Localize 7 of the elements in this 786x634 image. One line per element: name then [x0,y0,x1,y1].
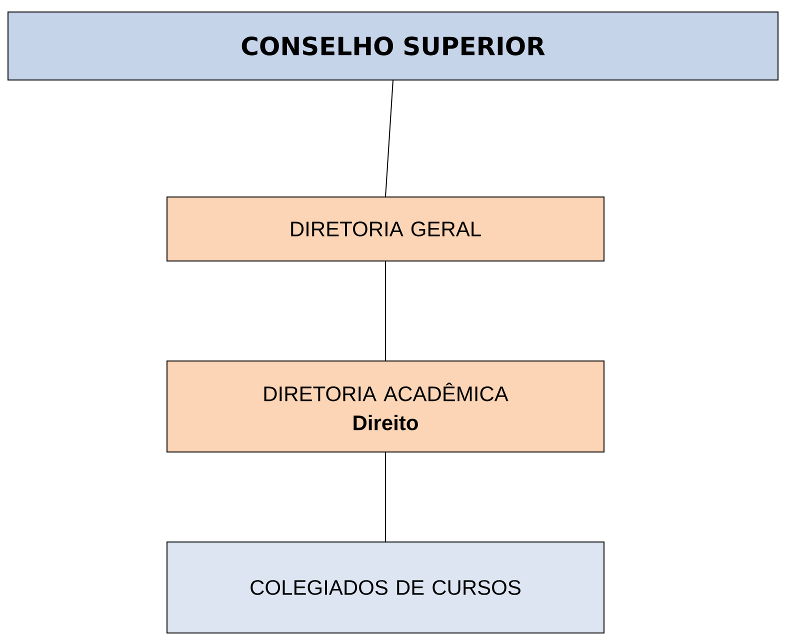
connector-line [385,80,394,197]
connector-line [385,261,386,361]
heading-box: CONSELHO SUPERIOR [8,12,778,80]
org-box: DIRETORIA GERAL [166,196,604,262]
org-box: DIRETORIA ACADÊMICA Direito [166,360,604,452]
org-box: COLEGIADOS DE CURSOS [166,542,604,634]
connector-line [385,452,386,542]
